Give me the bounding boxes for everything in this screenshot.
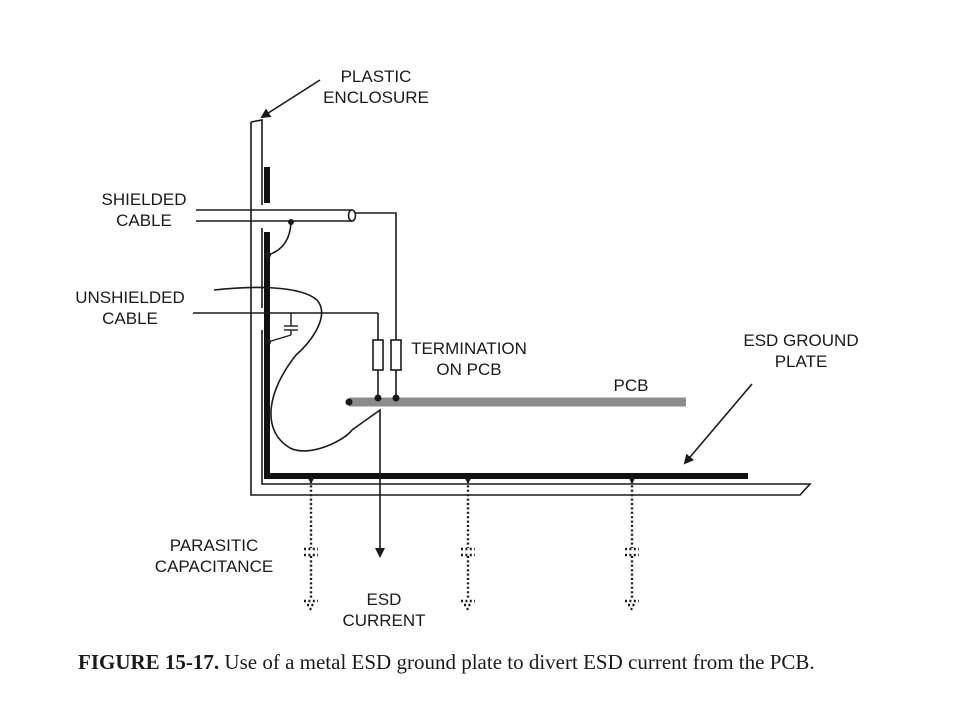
plastic-enclosure	[250, 119, 812, 496]
pcb-node-r2	[392, 394, 400, 402]
unshielded-cable	[193, 312, 379, 340]
termination-on-pcb-label: TERMINATION ON PCB	[411, 339, 527, 379]
esd-discharge-wire	[213, 286, 353, 452]
figure-caption: FIGURE 15-17. Use of a metal ESD ground …	[78, 650, 815, 675]
resistor-left	[372, 339, 384, 371]
pcb-label: PCB	[613, 376, 649, 395]
esd-current-label: ESD CURRENT	[342, 590, 426, 630]
resistor-right	[390, 339, 402, 371]
shield-plate-dot	[265, 252, 271, 258]
esd-ground-plate-label: ESD GROUND PLATE	[743, 331, 859, 371]
shield-connection-dot	[288, 219, 294, 225]
plastic-enclosure-pointer	[260, 79, 321, 119]
figure-number: FIGURE 15-17.	[78, 650, 220, 674]
pcb-node-r1	[374, 394, 382, 402]
parasitic-capacitances	[304, 476, 639, 611]
parasitic-capacitance-label: PARASITIC CAPACITANCE	[154, 536, 274, 576]
parasitic-cap-3-node	[629, 476, 635, 482]
figure-caption-text: Use of a metal ESD ground plate to diver…	[224, 650, 815, 674]
parasitic-cap-1-node	[308, 476, 314, 482]
esd-current-path	[351, 408, 385, 558]
shielded-cable-label: SHIELDED CABLE	[101, 190, 187, 230]
esd-ground-plate-pointer	[683, 383, 753, 465]
termination-resistors	[372, 339, 402, 398]
shielded-cable	[196, 209, 397, 340]
capacitor-plate-dot	[265, 339, 271, 345]
unshielded-cable-label: UNSHIELDED CABLE	[75, 288, 185, 328]
pcb-node-left	[345, 398, 353, 406]
plastic-enclosure-label: PLASTIC ENCLOSURE	[323, 67, 429, 107]
cable-coupling-capacitor	[267, 313, 298, 343]
parasitic-cap-2-node	[465, 476, 471, 482]
